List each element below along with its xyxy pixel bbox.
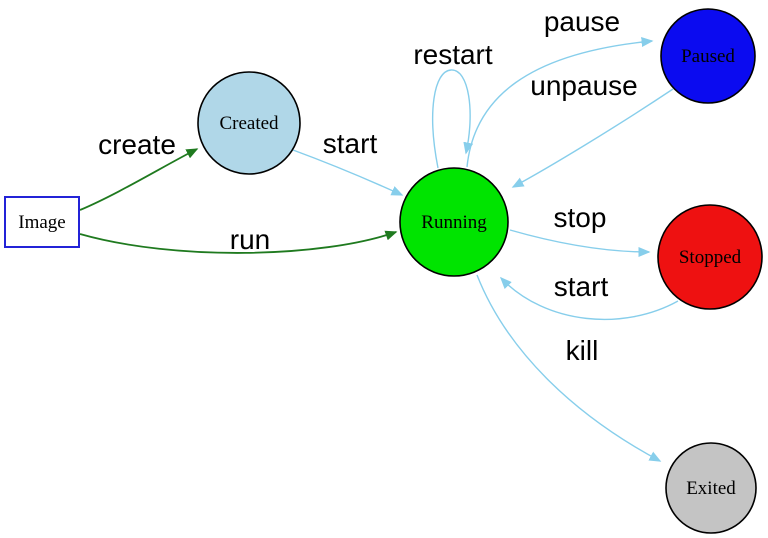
edge-pause bbox=[466, 37, 654, 168]
node-paused bbox=[660, 8, 756, 104]
edge-label-pause: pause bbox=[544, 6, 620, 37]
node-label-running: Running bbox=[421, 212, 487, 233]
edge-label-start-stopped-running: start bbox=[554, 271, 609, 302]
edge-label-create: create bbox=[98, 129, 176, 160]
edge-stop bbox=[509, 229, 651, 257]
edge-start-created-running bbox=[292, 149, 404, 196]
node-created bbox=[197, 71, 301, 175]
node-label-stopped: Stopped bbox=[679, 247, 742, 268]
edge-run bbox=[79, 230, 398, 254]
edge-unpause bbox=[511, 88, 674, 188]
edge-label-run: run bbox=[230, 224, 270, 255]
node-label-paused: Paused bbox=[681, 46, 735, 67]
node-exited bbox=[665, 442, 757, 534]
edge-label-stop: stop bbox=[554, 202, 607, 233]
edge-label-start-created-running: start bbox=[323, 128, 378, 159]
node-image bbox=[4, 196, 80, 248]
edge-create bbox=[79, 148, 199, 211]
node-label-image: Image bbox=[18, 212, 65, 233]
node-running bbox=[399, 167, 509, 277]
edge-restart bbox=[432, 69, 474, 169]
node-label-created: Created bbox=[219, 113, 279, 134]
node-stopped bbox=[657, 204, 763, 310]
edge-start-stopped-running bbox=[499, 276, 679, 321]
edge-label-unpause: unpause bbox=[530, 70, 637, 101]
node-label-exited: Exited bbox=[686, 478, 736, 499]
edge-label-restart: restart bbox=[413, 39, 493, 70]
edge-kill bbox=[476, 274, 662, 462]
edge-label-kill: kill bbox=[566, 335, 599, 366]
